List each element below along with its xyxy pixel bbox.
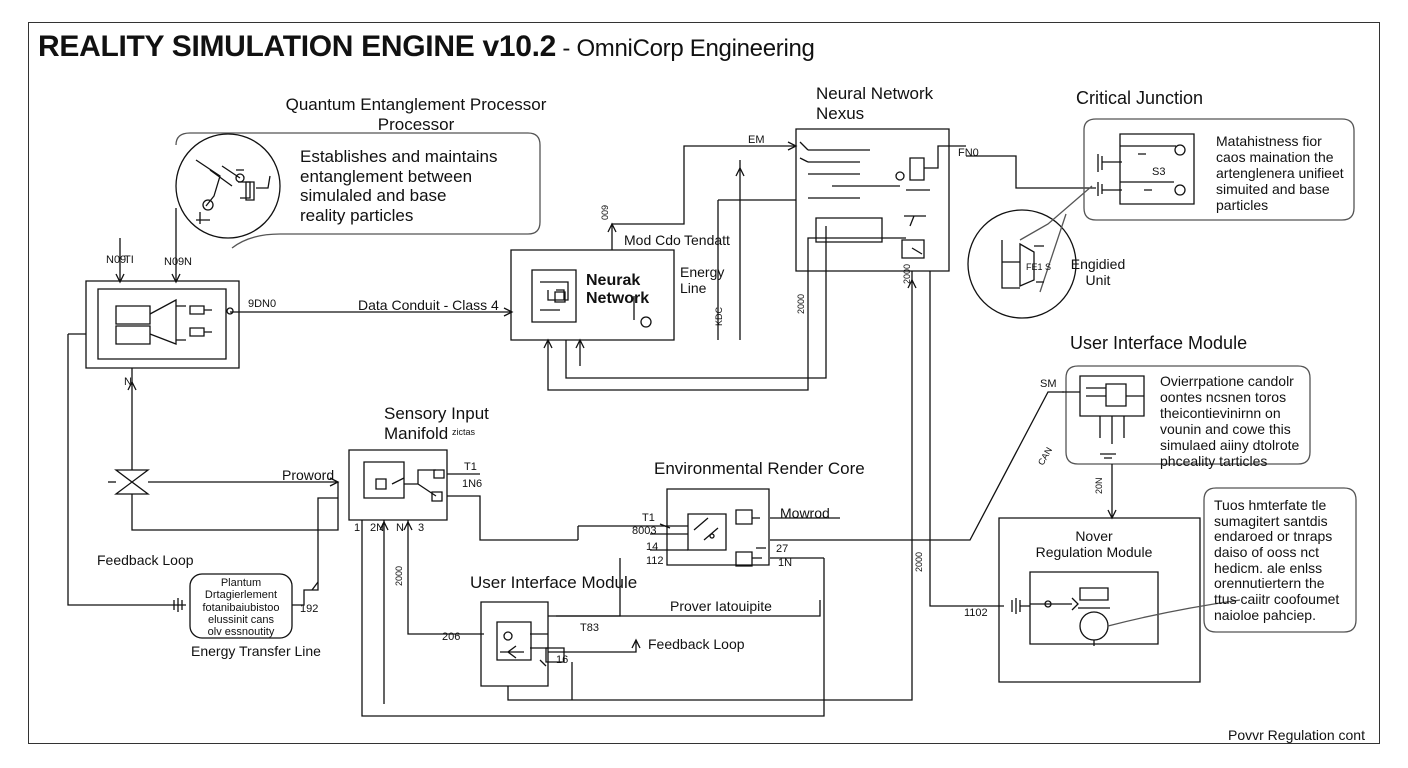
energy-line-label: Energy Line: [680, 264, 725, 297]
neurak-label-b: Tendatt: [684, 232, 730, 248]
sensory-pin-d: 2N: [370, 522, 385, 534]
env-pin-a: T1: [642, 512, 655, 524]
quantum-processor-desc: Establishes and maintains entanglement b…: [300, 147, 498, 225]
neural-nexus-block: [796, 129, 966, 271]
env-pin-d: 112: [646, 555, 664, 567]
page-title: REALITY SIMULATION ENGINE v10.2 - OmniCo…: [38, 30, 815, 65]
quantum-pin-b: TI: [124, 254, 134, 266]
ui-module-right-title: User Interface Module: [1070, 333, 1248, 353]
power-regulation-title: Nover Regulation Module: [1035, 528, 1153, 561]
env-pin-c: 14: [646, 541, 659, 553]
sensory-block: [349, 450, 578, 540]
energy-transfer-line-label: Energy Transfer Line: [191, 643, 321, 659]
sensory-pin-b: 1N6: [462, 478, 483, 490]
quantum-pin-a: N09: [106, 254, 127, 266]
critical-junction-title: Critical Junction: [1076, 88, 1204, 108]
critical-junction: [1084, 119, 1354, 220]
quantum-callout: [176, 133, 540, 248]
neurak-pin-side: KDC: [714, 306, 724, 326]
critical-pin: S3: [1152, 166, 1166, 178]
neural-nexus-title: Neural Network Nexus: [816, 84, 934, 123]
quantum-pin-c: N09: [164, 256, 185, 268]
sensory-title-note: zictas: [452, 427, 476, 437]
phantum-pin: 192: [300, 603, 319, 615]
ui-module-right-pin-sm: SM: [1040, 378, 1057, 390]
env-pin-b: 8003: [632, 525, 657, 537]
phantum-text: Plantum Drtagierlement fotanibaiubistoo …: [202, 577, 280, 639]
critical-junction-desc: Matahistness fior caos maination the art…: [1216, 133, 1344, 214]
proword-label: Proword: [282, 467, 335, 483]
sensory-pin-f: 3: [418, 522, 425, 534]
neurak-network-block: [511, 250, 674, 340]
footer-label: Povvr Regulation cont: [1228, 727, 1365, 743]
sensory-manifold-title: Sensory Input Manifold: [384, 404, 489, 443]
env-core-block: [660, 392, 1064, 566]
feedback-loop-left-label: Feedback Loop: [97, 552, 194, 568]
neurak-label-a: Mod Cdo: [624, 232, 681, 248]
nexus-pin-right: FN0: [958, 147, 979, 159]
power-regulation-note: Tuos hmterfate tle sumagitert santdis en…: [1214, 497, 1340, 623]
ui-module-mid-title: User Interface Module: [470, 573, 638, 592]
ui-mid-pin-b: T83: [580, 622, 599, 634]
nexus-pin-bottom: 2000: [902, 263, 912, 284]
engidied-unit-pins: FE1 S: [1026, 262, 1052, 272]
data-conduit-label: Data Conduit - Class 4: [358, 297, 499, 313]
sensory-pin-g: 2000: [394, 565, 404, 586]
sensory-pin-a: T1: [464, 461, 477, 473]
quantum-processor-title: Quantum Entanglement Processor Processor: [285, 95, 547, 134]
power-reg-pin: 1102: [964, 607, 988, 619]
title-main: REALITY SIMULATION ENGINE v10.2: [38, 30, 557, 63]
ui-module-right-pin-bottom: 20N: [1094, 477, 1104, 494]
ui-module-right-block: [1062, 366, 1310, 464]
neurak-pin-top: 009: [600, 204, 610, 220]
ui-module-mid-block: [481, 602, 564, 686]
title-subtitle: - OmniCorp Engineering: [556, 35, 815, 62]
quantum-pin-f: N: [124, 376, 132, 388]
ui-mid-pin-c: 16: [556, 654, 569, 666]
ui-mid-pin-a: 206: [442, 631, 461, 643]
engidied-unit: [1002, 240, 1044, 288]
mowrod-label: Mowrod: [780, 505, 830, 521]
feedback-loop-mid-label: Feedback Loop: [648, 636, 745, 652]
sensory-pin-c: 1: [354, 522, 361, 534]
neurak-network-title: Neurak Network: [586, 272, 650, 308]
quantum-pin-e: 9DN0: [248, 298, 277, 310]
power-regulation-block: [999, 518, 1200, 682]
left-module: [86, 281, 239, 368]
env-pin-e: 27: [776, 543, 789, 555]
sheet-border: [28, 22, 1380, 744]
power-reg-pin-side: 2000: [914, 551, 924, 572]
power-latch-label: Prover Iatouipite: [670, 598, 772, 614]
env-render-core-title: Environmental Render Core: [654, 459, 865, 478]
engidied-unit-label: Engidied Unit: [1070, 256, 1126, 289]
nexus-pin-left: EM: [748, 134, 765, 146]
neurak-pin-right: 2000: [796, 293, 806, 314]
ui-module-right-desc: Ovierrpatione candolr oontes ncsnen toro…: [1160, 373, 1300, 470]
env-pin-f: 1N: [778, 557, 793, 569]
sensory-pin-e: N: [396, 522, 404, 534]
quantum-pin-d: N: [184, 256, 192, 268]
